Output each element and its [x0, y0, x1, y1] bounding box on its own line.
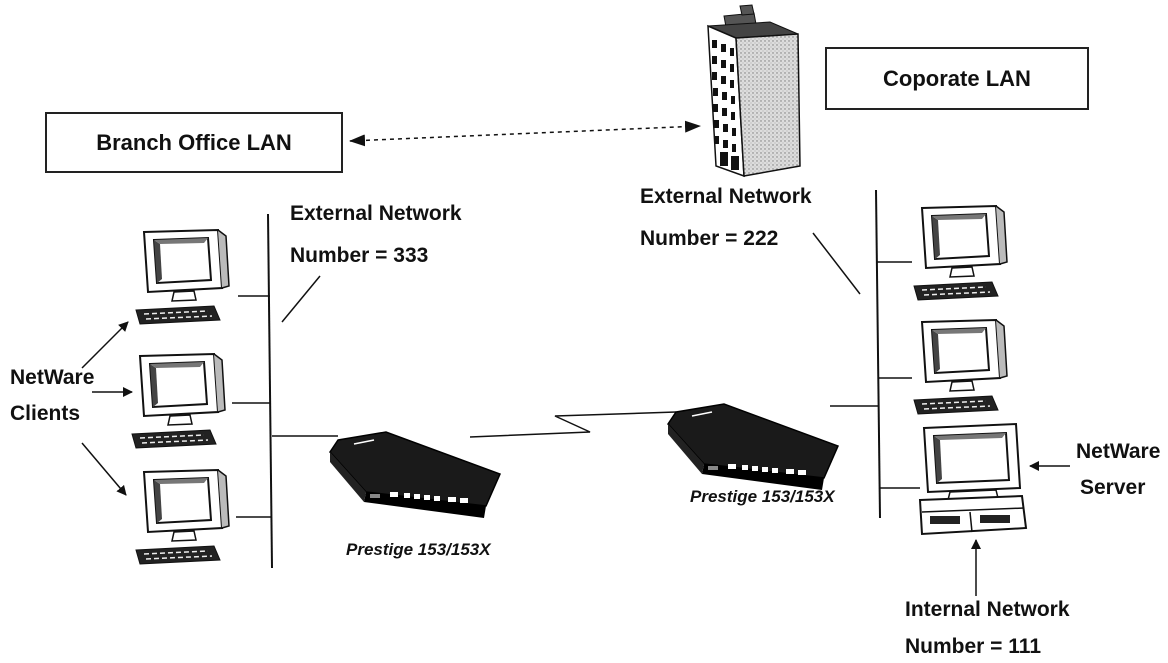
router-right-label: Prestige 153/153X — [690, 487, 835, 506]
ext-network-right-line2: Number = 222 — [640, 227, 779, 250]
corporate-lan-box: Coporate LAN — [825, 47, 1089, 110]
branch-lan-backbone — [267, 213, 273, 569]
branch-workstation-2-icon — [131, 353, 226, 449]
corporate-building-icon — [707, 4, 801, 178]
ext-network-right-line1: External Network — [640, 185, 812, 208]
vpn-link-dashed-arrow — [349, 120, 701, 147]
branch-office-lan-label: Branch Office LAN — [96, 129, 292, 155]
router-left-icon — [329, 431, 501, 519]
netware-server-line2: Server — [1080, 476, 1146, 499]
netware-clients-line1: NetWare — [10, 366, 95, 389]
router-right-icon — [667, 403, 839, 491]
internal-network-line1: Internal Network — [905, 598, 1070, 621]
branch-office-lan-box: Branch Office LAN — [45, 112, 343, 173]
branch-workstation-1-icon — [135, 229, 230, 325]
netware-server-icon — [918, 422, 1028, 536]
corporate-workstation-1-icon — [913, 205, 1008, 301]
internal-network-line2: Number = 111 — [905, 635, 1041, 658]
corporate-lan-label: Coporate LAN — [883, 65, 1031, 91]
corporate-lan-backbone — [875, 189, 881, 519]
ext-network-left-line2: Number = 333 — [290, 244, 429, 267]
branch-workstation-3-icon — [135, 469, 230, 565]
corporate-workstation-2-icon — [913, 319, 1008, 415]
router-left-label: Prestige 153/153X — [346, 540, 491, 559]
ext-network-left-line1: External Network — [290, 202, 462, 225]
netware-server-line1: NetWare — [1076, 440, 1161, 463]
netware-clients-line2: Clients — [10, 402, 81, 425]
